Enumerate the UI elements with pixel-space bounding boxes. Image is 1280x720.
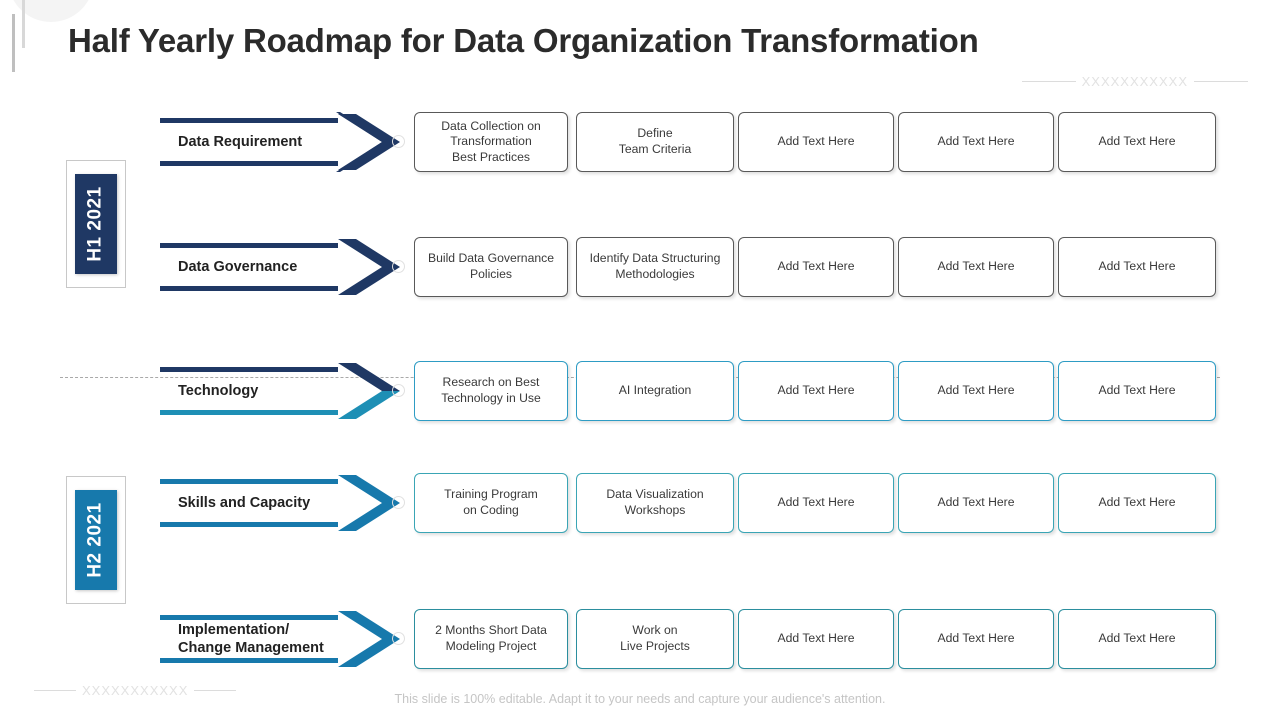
period-chip: H2 2021 xyxy=(75,490,117,590)
connector-dot xyxy=(392,135,405,148)
roadmap-card[interactable]: Add Text Here xyxy=(738,361,894,421)
roadmap-card[interactable]: Add Text Here xyxy=(1058,112,1216,172)
roadmap-card[interactable]: Add Text Here xyxy=(898,473,1054,533)
roadmap-card[interactable]: Add Text Here xyxy=(1058,609,1216,669)
title-accent-bar-left xyxy=(12,14,15,72)
connector-dot xyxy=(392,496,405,509)
decor-rule-left xyxy=(1021,81,1076,82)
period-frame xyxy=(66,160,126,288)
title-accent-bar-right xyxy=(22,0,25,48)
row-arrow xyxy=(160,601,400,677)
roadmap-row: Data Governance Build Data Governance Po… xyxy=(0,229,1280,305)
row-cards: Data Collection on Transformation Best P… xyxy=(414,112,1220,172)
roadmap-card[interactable]: Add Text Here xyxy=(738,609,894,669)
roadmap-card[interactable]: Add Text Here xyxy=(738,473,894,533)
row-label: Implementation/ Change Management xyxy=(178,621,324,656)
roadmap-row: Technology Research on Best Technology i… xyxy=(0,353,1280,429)
roadmap-card[interactable]: Add Text Here xyxy=(898,361,1054,421)
roadmap-card[interactable]: Define Team Criteria xyxy=(576,112,734,172)
roadmap-card[interactable]: Add Text Here xyxy=(1058,473,1216,533)
roadmap-card[interactable]: Add Text Here xyxy=(898,609,1054,669)
decor-strip-top-right: XXXXXXXXXXX xyxy=(1021,74,1248,89)
roadmap-card[interactable]: Add Text Here xyxy=(738,237,894,297)
row-cards: Training Program on Coding Data Visualiz… xyxy=(414,473,1220,533)
connector-dot xyxy=(392,632,405,645)
roadmap-row: Implementation/ Change Management 2 Mont… xyxy=(0,601,1280,677)
roadmap-card[interactable]: Add Text Here xyxy=(738,112,894,172)
editable-note: This slide is 100% editable. Adapt it to… xyxy=(394,692,886,706)
row-label: Skills and Capacity xyxy=(178,494,311,511)
row-cards: Research on Best Technology in Use AI In… xyxy=(414,361,1220,421)
row-arrow xyxy=(160,104,400,180)
decor-x-text: XXXXXXXXXXX xyxy=(1081,74,1188,89)
period-chip: H1 2021 xyxy=(75,174,117,274)
roadmap-card[interactable]: Build Data Governance Policies xyxy=(414,237,568,297)
roadmap-card[interactable]: Add Text Here xyxy=(898,112,1054,172)
row-cards: Build Data Governance Policies Identify … xyxy=(414,237,1220,297)
roadmap-card[interactable]: Data Visualization Workshops xyxy=(576,473,734,533)
page-title: Half Yearly Roadmap for Data Organizatio… xyxy=(68,22,979,59)
row-label: Data Requirement xyxy=(178,133,303,150)
roadmap-card[interactable]: Add Text Here xyxy=(1058,361,1216,421)
decor-rule-left xyxy=(34,690,76,691)
decor-strip-bottom-left: XXXXXXXXXXX xyxy=(34,683,237,698)
row-arrow xyxy=(160,353,400,429)
roadmap-card[interactable]: Data Collection on Transformation Best P… xyxy=(414,112,568,172)
roadmap-card[interactable]: AI Integration xyxy=(576,361,734,421)
roadmap-card[interactable]: Training Program on Coding xyxy=(414,473,568,533)
row-label: Technology xyxy=(178,382,259,399)
roadmap-card[interactable]: Add Text Here xyxy=(1058,237,1216,297)
row-arrow xyxy=(160,229,400,305)
connector-dot xyxy=(392,260,405,273)
roadmap-card[interactable]: Identify Data Structuring Methodologies xyxy=(576,237,734,297)
decor-rule-right xyxy=(1194,81,1248,82)
decor-x-text: XXXXXXXXXXX xyxy=(82,683,189,698)
roadmap-row: Skills and Capacity Training Program on … xyxy=(0,465,1280,541)
connector-dot xyxy=(392,384,405,397)
roadmap-card[interactable]: Add Text Here xyxy=(898,237,1054,297)
roadmap-card[interactable]: Research on Best Technology in Use xyxy=(414,361,568,421)
decor-rule-right xyxy=(194,690,237,691)
corner-blob-decoration xyxy=(8,0,94,22)
row-cards: 2 Months Short Data Modeling Project Wor… xyxy=(414,609,1220,669)
roadmap-row: Data Requirement Data Collection on Tran… xyxy=(0,104,1280,180)
row-label: Data Governance xyxy=(178,258,298,275)
row-arrow xyxy=(160,465,400,541)
roadmap-card[interactable]: Work on Live Projects xyxy=(576,609,734,669)
period-frame xyxy=(66,476,126,604)
roadmap-card[interactable]: 2 Months Short Data Modeling Project xyxy=(414,609,568,669)
